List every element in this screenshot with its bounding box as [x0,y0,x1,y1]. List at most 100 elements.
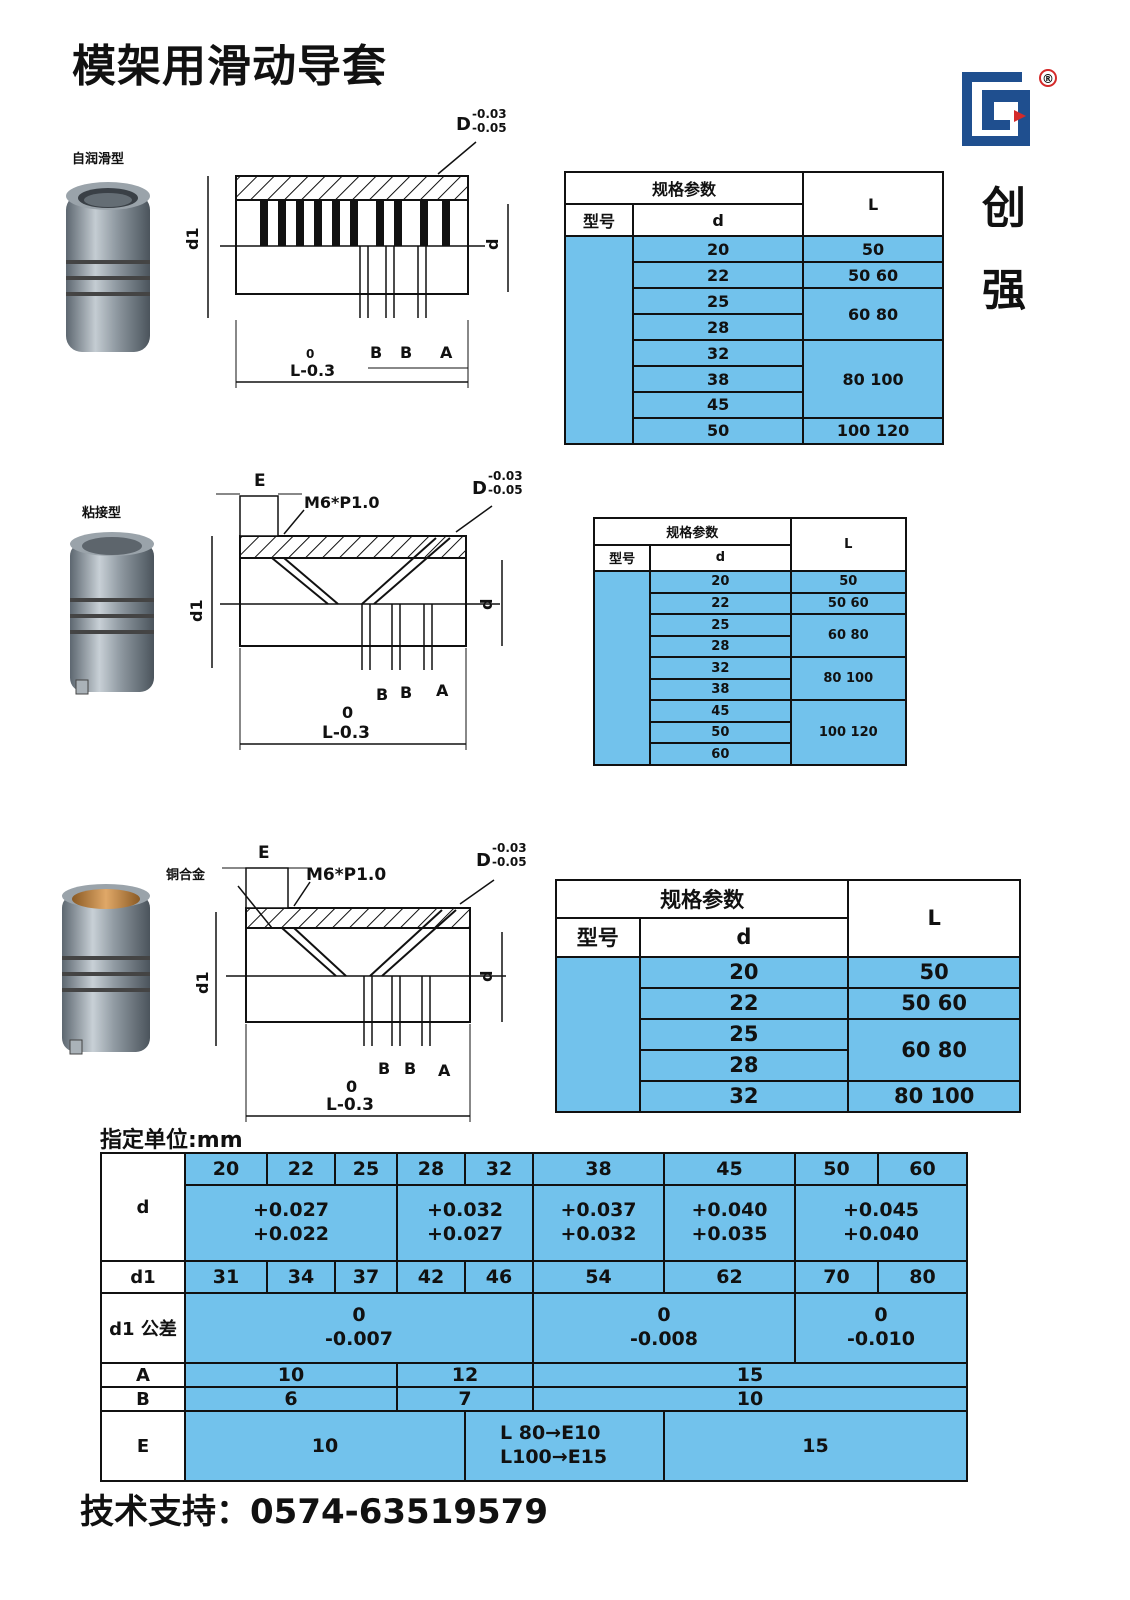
d1-value: 42 [396,1260,466,1294]
dim-L: L-0.3 [326,1095,374,1115]
L-cell: 80 100 [802,339,944,419]
dimension-table: d 20 22 25 28 32 38 45 50 60 +0.027 +0.0… [100,1152,968,1482]
d-cell: 25 [638,1017,850,1051]
d-cell: 38 [632,365,805,393]
registered-mark: ® [1042,72,1054,86]
dim-D-tol-upper: -0.03 [488,469,523,483]
d-cell: 28 [632,313,805,342]
d-tolerance: +0.037 +0.032 [532,1184,665,1262]
header-d: d [638,917,850,958]
d-cell: 28 [649,634,792,659]
row-label-d1-tolerance: d1 公差 [100,1292,186,1364]
d-cell: 22 [638,986,850,1020]
page-title: 模架用滑动导套 [72,41,387,92]
d-cell: 45 [632,391,805,419]
d-cell: 32 [632,339,805,368]
d1-value: 70 [794,1260,879,1294]
header-spec: 规格参数 [563,170,805,206]
section2-label: 粘接型 [82,506,122,521]
A-value: 10 [184,1362,398,1388]
dim-D-tol-upper: -0.03 [492,841,527,855]
model-cell [555,955,641,1114]
header-model: 型号 [592,543,652,573]
bushing-photo-bronze [62,884,150,1055]
L-cell: 50 60 [802,261,944,290]
section1-label: 自润滑型 [72,152,125,167]
d-value: 45 [663,1152,796,1186]
dim-B2: B [400,683,412,702]
row-label-E: E [100,1410,186,1482]
d-value: 50 [794,1152,879,1186]
bushing-photo-self-lubricating [66,182,150,352]
d-value: 38 [532,1152,665,1186]
d-cell: 20 [649,570,792,594]
dim-E: E [258,843,270,863]
dim-B2: B [400,343,412,362]
B-value: 6 [184,1386,398,1412]
header-L: L [802,170,944,238]
d-cell: 32 [649,656,792,680]
L-cell: 60 80 [789,613,908,659]
brand-logo: ® [962,69,1057,146]
d-cell: 45 [649,699,792,723]
row-label-B: B [100,1386,186,1412]
drawing-section1: d1 d D -0.03 -0.05 0 L-0.3 B B A [183,107,509,388]
header-L: L [789,516,908,573]
header-model: 型号 [563,203,635,238]
d1-value: 80 [877,1260,968,1294]
model-cell [563,235,635,445]
section3-label: 铜合金 [166,868,206,883]
dim-D-tol-lower: -0.05 [492,855,527,869]
dim-d: d [477,599,496,610]
dim-D: D [476,850,491,871]
d-tolerance: +0.045 +0.040 [794,1184,968,1262]
row-label-A: A [100,1362,186,1388]
d1-tolerance: 0 -0.007 [184,1292,534,1364]
dim-d1: d1 [193,971,212,994]
unit-label: 指定单位:mm [100,1128,243,1153]
d-cell: 50 [649,720,792,745]
d-cell: 38 [649,677,792,702]
dim-d1: d1 [183,227,202,250]
A-value: 15 [532,1362,968,1388]
dim-d1: d1 [187,599,206,622]
thread-label: M6*P1.0 [306,865,386,885]
d-cell: 22 [632,261,805,290]
dim-A: A [440,343,453,362]
L-cell: 50 [847,955,1021,989]
header-d: d [632,203,805,238]
dim-D-tol-lower: -0.05 [488,483,523,497]
model-cell [592,570,652,766]
d-cell: 28 [638,1048,850,1082]
d-value: 28 [396,1152,466,1186]
L-cell: 60 80 [802,287,944,342]
brand-name-2: 强 [982,265,1026,316]
dim-B1: B [378,1059,390,1078]
L-cell: 50 [802,235,944,264]
row-label-d1: d1 [100,1260,186,1294]
brand-name-1: 创 [982,183,1026,234]
bushing-photo-bonded [70,532,154,695]
d-cell: 32 [638,1079,850,1114]
dim-L-zero: 0 [346,1077,357,1096]
d-cell: 60 [649,742,792,766]
dim-L: L-0.3 [322,723,370,743]
d-value: 20 [184,1152,268,1186]
E-value: L 80→E10 L100→E15 [464,1410,665,1482]
d-cell: 22 [649,591,792,616]
E-value: 10 [184,1410,466,1482]
dim-d: d [483,239,502,250]
d-value: 25 [334,1152,398,1186]
E-value: 15 [663,1410,968,1482]
dim-A: A [436,681,449,700]
A-value: 12 [396,1362,534,1388]
header-d: d [649,543,792,573]
row-label-d: d [100,1152,186,1262]
L-cell: 80 100 [789,656,908,702]
L-cell: 100 120 [802,416,944,446]
dim-D-tol-lower: -0.05 [472,121,507,135]
L-cell: 50 60 [847,986,1021,1020]
